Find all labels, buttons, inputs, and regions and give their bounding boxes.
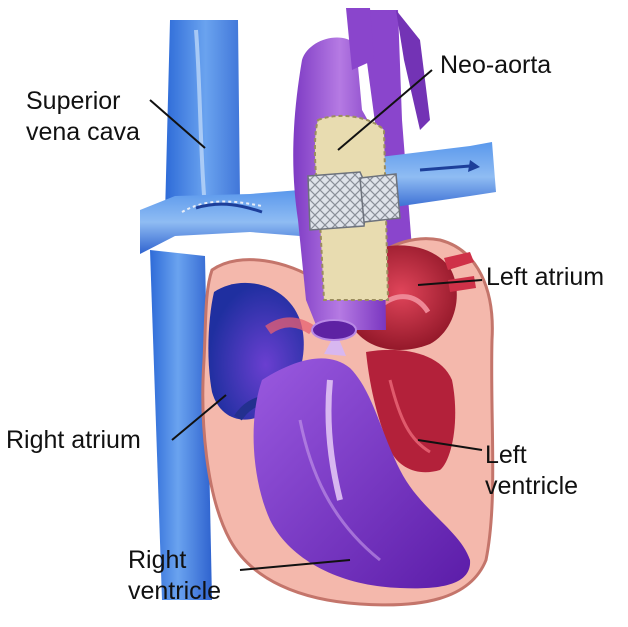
label-right-ventricle: Right ventricle [128, 545, 221, 607]
leader-lines [149, 69, 483, 571]
pulmonary-branch [360, 10, 430, 300]
label-left-ventricle: Left ventricle [485, 440, 578, 502]
right-ventricle-chamber [253, 332, 471, 589]
leader-left-atrium [417, 279, 483, 286]
label-left-atrium: Left atrium [486, 263, 605, 291]
leader-left-ventricle [417, 439, 483, 451]
label-superior-vena-cava: Superior vena cava [26, 86, 140, 148]
leader-right-atrium [171, 394, 227, 441]
leader-superior-vena-cava [149, 99, 206, 149]
label-right-atrium: Right atrium [6, 426, 141, 454]
neo-aorta-vessel [293, 8, 401, 341]
label-neo-aorta: Neo-aorta [440, 51, 552, 79]
leader-neo-aorta [337, 69, 433, 151]
label-left-ventricle-line2: ventricle [485, 472, 579, 500]
label-superior-vena-cava-line2: vena cava [26, 118, 140, 146]
leader-right-ventricle [239, 559, 351, 571]
label-superior-vena-cava-line1: Superior [26, 87, 121, 115]
inferior-vessel [150, 250, 212, 600]
label-right-ventricle-line2: ventricle [128, 577, 222, 605]
label-right-ventricle-line1: Right [128, 546, 187, 574]
superior-vena-cava-vessel [165, 20, 255, 215]
label-left-ventricle-line1: Left [485, 441, 527, 469]
